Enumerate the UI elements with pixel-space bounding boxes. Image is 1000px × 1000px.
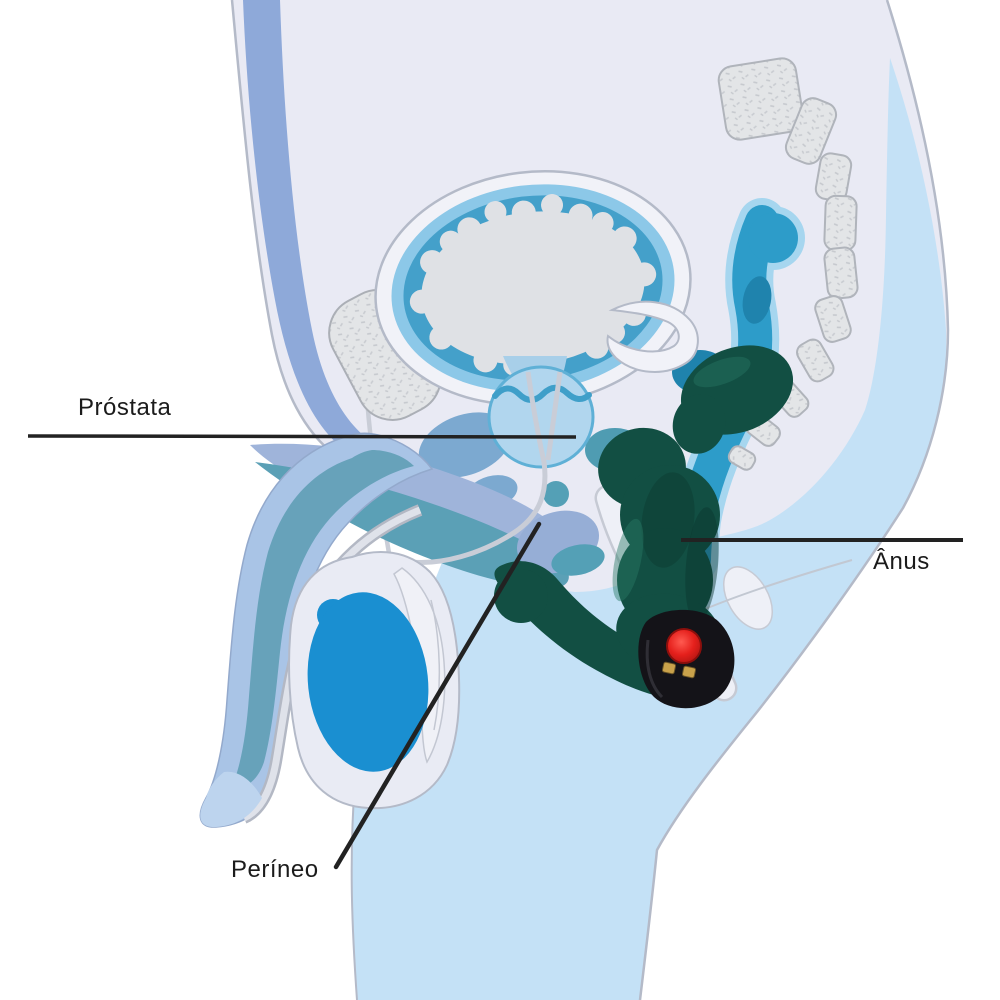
prostate [487,365,595,469]
penis [199,432,434,828]
seminal-vesicle [606,300,699,373]
prostate-massager-device [494,345,794,709]
label-prostata: Próstata [78,394,172,421]
label-line-perineo [333,521,542,870]
sacrum-spine [717,57,859,471]
gluteal-crease [697,559,853,613]
device-arm-tip [494,569,548,623]
urethra-prostatic [409,371,563,565]
label-anus: Ânus [873,548,930,575]
charging-pins [661,661,697,679]
bulb-teal [551,544,605,576]
muscle-levator [418,412,512,478]
cowper-gland [543,481,569,507]
skin-band-buttock-thigh [351,58,947,1000]
glans [200,771,262,828]
penis-inner [232,450,414,787]
testicle [307,592,429,772]
scrotum [288,551,461,810]
body-outline-front [230,0,336,456]
label-line-prostata [27,434,577,439]
body-outline-back [638,0,950,1000]
abdominal-muscle [243,0,372,455]
power-button[interactable] [666,628,702,664]
label-perineo: Períneo [231,856,319,883]
bladder-interior [421,211,645,365]
